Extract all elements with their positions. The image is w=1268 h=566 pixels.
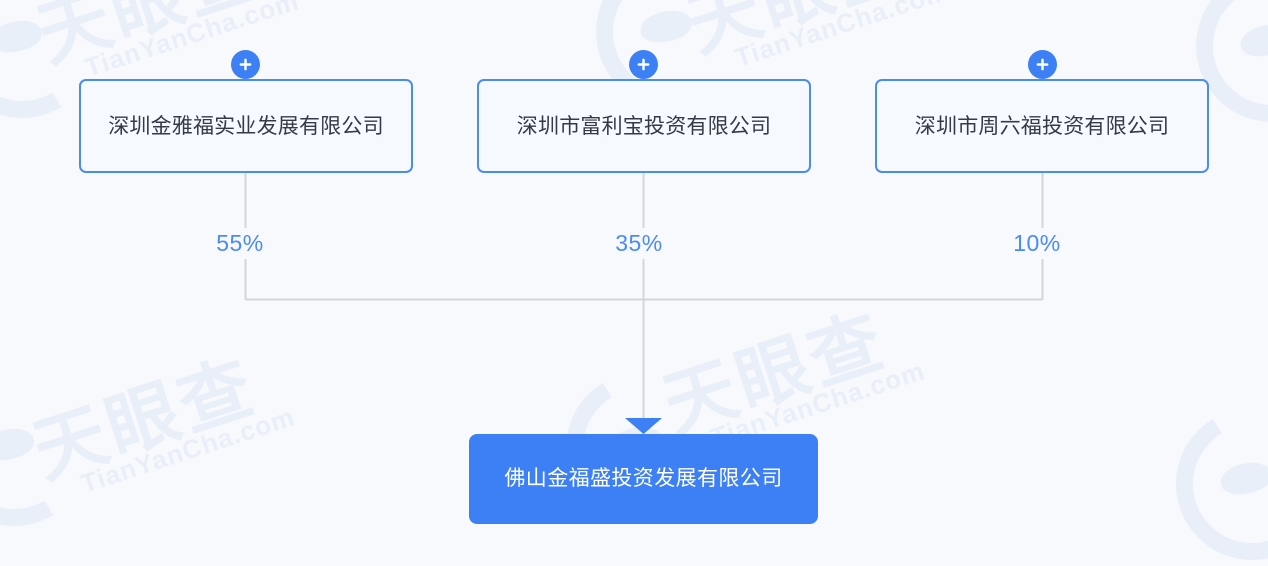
- shareholder-node-label: 深圳市富利宝投资有限公司: [516, 114, 772, 138]
- shareholder-node-label: 深圳市周六福投资有限公司: [914, 114, 1170, 138]
- watermark-logo-icon: [0, 357, 107, 543]
- plus-icon: [635, 56, 652, 73]
- watermark-en-text: TianYanCha.com: [731, 0, 953, 73]
- watermark-cn-text: 天眼查: [653, 297, 897, 449]
- watermark-text: 天眼查 TianYanCha.com: [672, 0, 953, 84]
- arrowhead-icon: [625, 418, 662, 434]
- watermark-en-text: TianYanCha.com: [77, 401, 299, 499]
- expand-button-shareholder-1[interactable]: [231, 50, 260, 79]
- shareholder-node-label: 深圳金雅福实业发展有限公司: [108, 114, 384, 138]
- plus-icon: [237, 56, 254, 73]
- shareholder-node-3[interactable]: 深圳市周六福投资有限公司: [875, 79, 1209, 173]
- edge-label-percent-1: 55%: [207, 228, 273, 259]
- watermark-cn-text: 天眼查: [672, 0, 949, 72]
- company-node-label: 佛山金福盛投资发展有限公司: [504, 467, 783, 490]
- company-node[interactable]: 佛山金福盛投资发展有限公司: [469, 434, 818, 524]
- edge-label-percent-3: 10%: [1004, 228, 1070, 259]
- watermark-logo-icon: [1159, 391, 1268, 566]
- shareholder-node-2[interactable]: 深圳市富利宝投资有限公司: [477, 79, 811, 173]
- watermark-cn-text: 天眼查: [23, 343, 267, 495]
- plus-icon: [1034, 56, 1051, 73]
- expand-button-shareholder-2[interactable]: [629, 50, 658, 79]
- watermark-en-text: TianYanCha.com: [81, 0, 303, 83]
- edge-label-percent-2: 35%: [606, 228, 672, 259]
- watermark-text: 天眼查 TianYanCha.com: [18, 319, 299, 511]
- shareholder-node-1[interactable]: 深圳金雅福实业发展有限公司: [79, 79, 413, 173]
- expand-button-shareholder-3[interactable]: [1028, 50, 1057, 79]
